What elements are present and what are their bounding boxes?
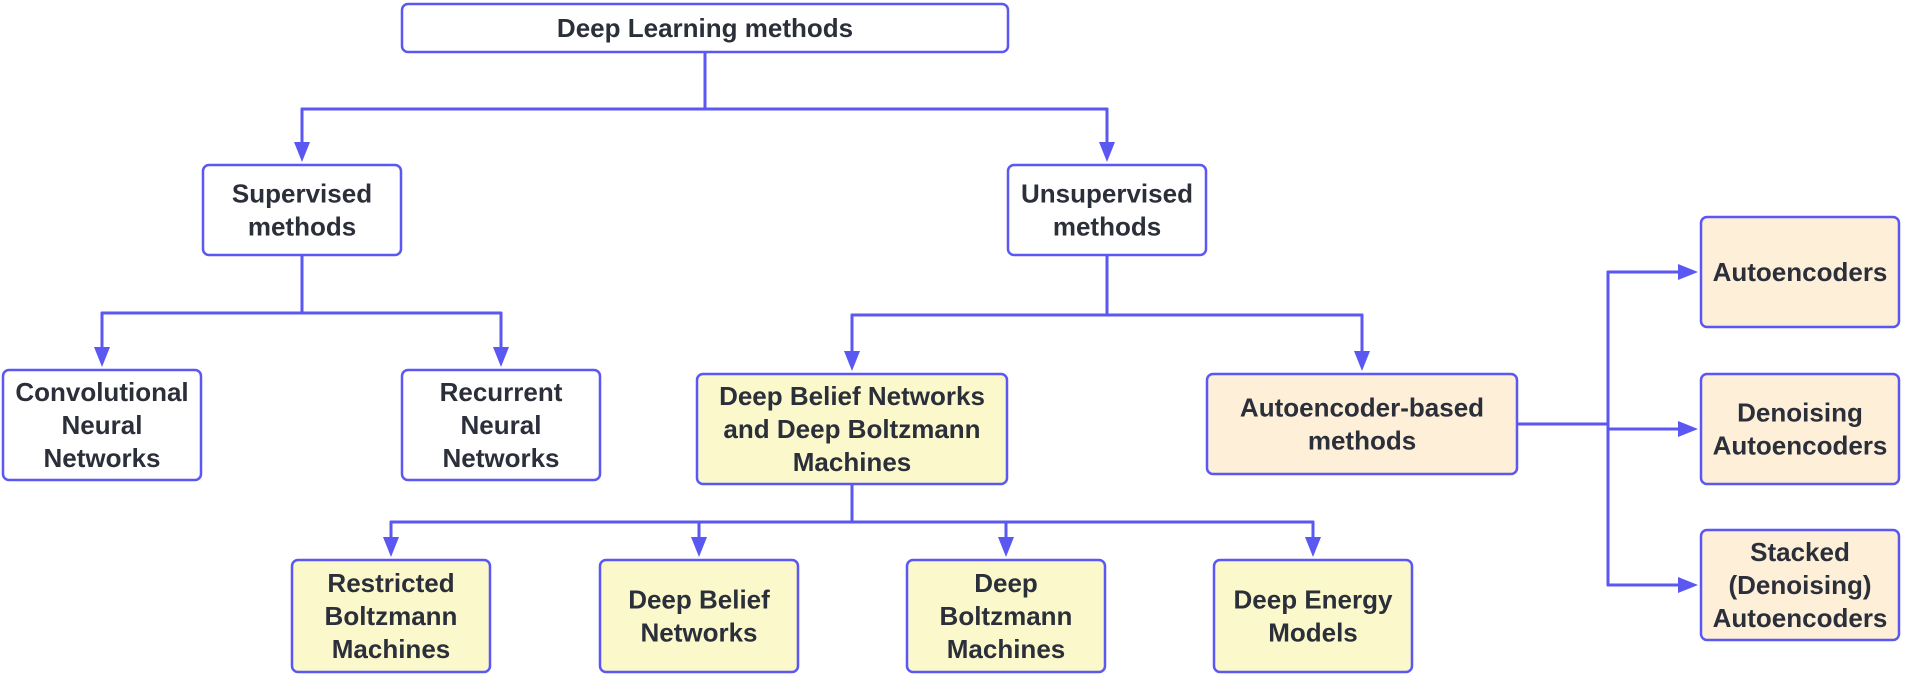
node-label-line: Models [1268,618,1358,648]
node-box [1699,528,1901,642]
node-label-line: Machines [947,634,1066,664]
node-label-line: methods [248,212,356,242]
node-box [400,368,602,482]
connectors-layer [94,50,1698,593]
node-label-line: Autoencoders [1713,431,1888,461]
node-box [1,368,203,482]
node-label-line: Recurrent [440,377,563,407]
node-label-line: Deep [974,568,1038,598]
node-label-line: methods [1053,212,1161,242]
node-sdae: Stacked(Denoising)Autoencoders [1699,528,1901,642]
node-box [598,558,800,674]
node-label-line: Autoencoders [1713,257,1888,287]
node-label-line: Neural [62,410,143,440]
node-label-line: Deep Learning methods [557,13,853,43]
connector-supervised [94,253,509,367]
node-label-line: Boltzmann [325,601,458,631]
node-label-line: Deep Belief Networks [719,381,985,411]
node-ae: Autoencoders [1699,215,1901,329]
node-label-line: Stacked [1750,537,1850,567]
node-box [1699,215,1901,329]
node-label-line: methods [1308,426,1416,456]
node-box [695,372,1009,486]
node-label-line: Denoising [1737,398,1863,428]
node-label-line: Unsupervised [1021,179,1193,209]
node-root: Deep Learning methods [400,2,1010,54]
connector-ae_based [1515,264,1698,593]
node-label-line: Autoencoders [1713,603,1888,633]
node-box [1212,558,1414,674]
node-label-line: Machines [332,634,451,664]
node-label-line: (Denoising) [1729,570,1872,600]
connector-root [294,50,1115,162]
node-label-line: Deep Belief [628,585,770,615]
connector-dbn_dbm [383,482,1321,557]
node-label-line: and Deep Boltzmann [723,414,980,444]
node-box [1699,372,1901,486]
node-label-line: Networks [442,443,559,473]
node-box [290,558,492,674]
node-box [1205,372,1519,476]
connector-unsupervised [844,253,1370,371]
node-box [400,2,1010,54]
node-label-line: Supervised [232,179,372,209]
node-label-line: Neural [461,410,542,440]
node-box [201,163,403,257]
node-label-line: Deep Energy [1234,585,1393,615]
node-label-line: Networks [640,618,757,648]
node-box [905,558,1107,674]
node-label-line: Autoencoder-based [1240,393,1484,423]
node-label-line: Networks [43,443,160,473]
node-label-line: Machines [793,447,912,477]
node-label-line: Convolutional [15,377,188,407]
node-box [1006,163,1208,257]
node-label-line: Boltzmann [940,601,1073,631]
node-label-line: Restricted [327,568,454,598]
